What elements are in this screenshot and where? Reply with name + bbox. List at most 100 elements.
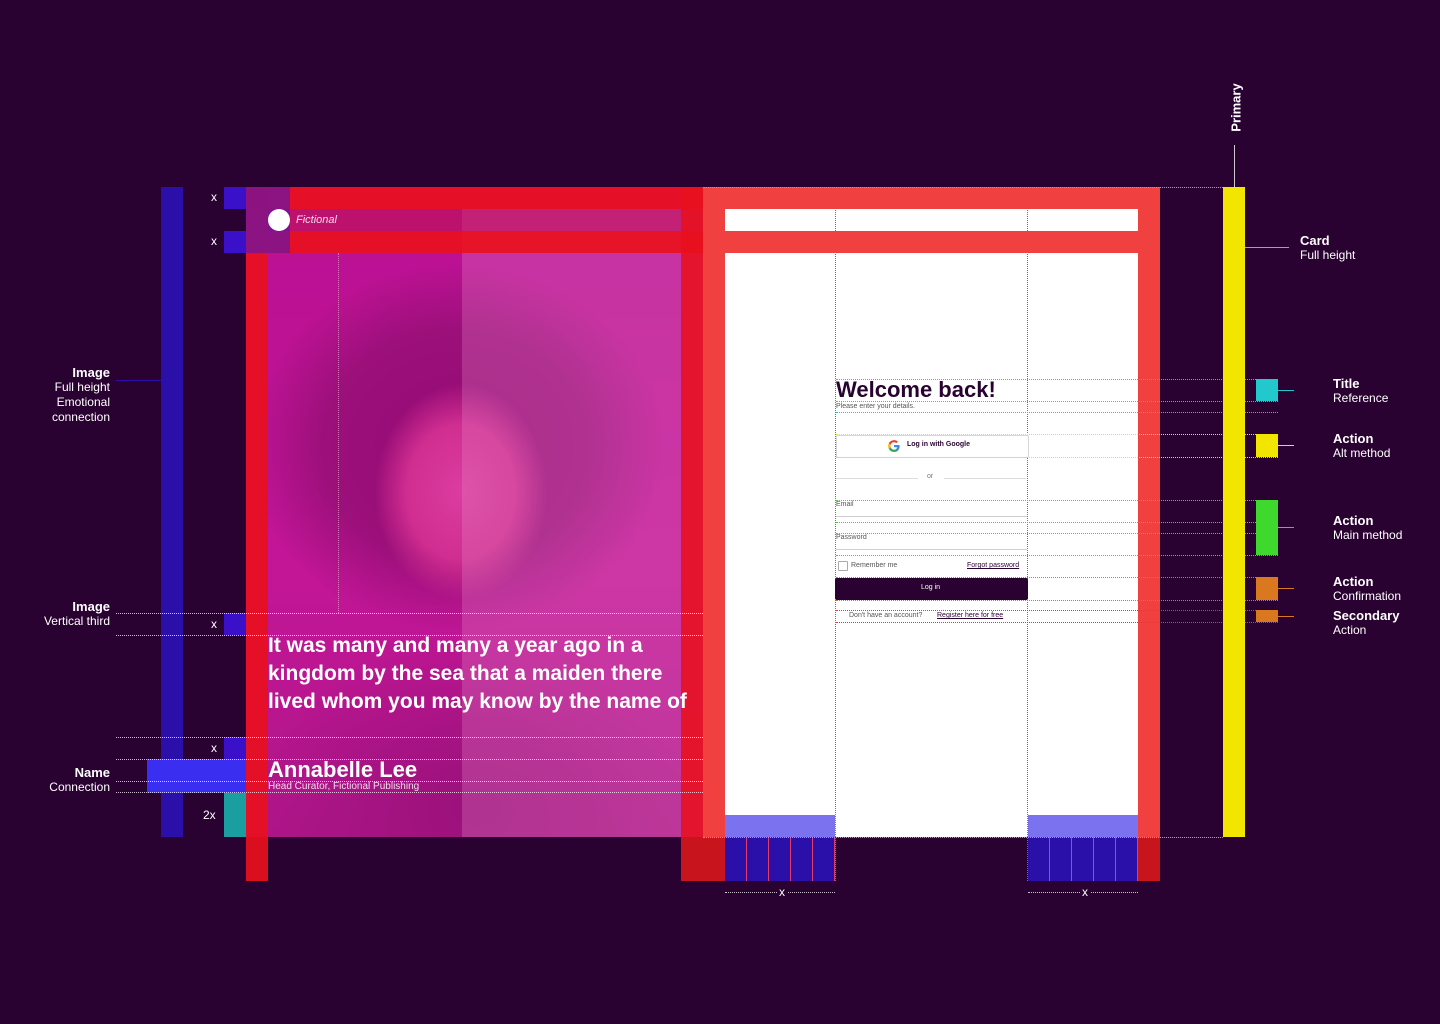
title-guide-bottom <box>836 412 1278 413</box>
annotation-sub: Full height <box>1300 248 1356 262</box>
testimonial-name: Annabelle Lee <box>268 757 418 782</box>
spacing-2x-marker: 2x <box>203 808 216 822</box>
secondary-guide-bottom <box>836 622 1278 623</box>
card-leader <box>1245 247 1289 248</box>
main-guide-3 <box>836 533 1278 534</box>
annotation-confirmation: Action Confirmation <box>1333 574 1440 604</box>
form-margin-right <box>1138 187 1160 881</box>
main-guide-1 <box>836 500 1278 501</box>
form-margin-top <box>703 187 1160 209</box>
image-height-guide <box>161 187 183 837</box>
google-login-label: Log in with Google <box>907 441 970 448</box>
annotation-main-method: Action Main method <box>1333 513 1440 543</box>
email-field[interactable] <box>836 516 1027 517</box>
primary-height-bar <box>1223 187 1245 837</box>
annotation-sub: Alt method <box>1333 446 1391 460</box>
divider-line-right <box>944 478 1026 479</box>
main-swatch <box>1256 500 1278 555</box>
header-band <box>268 209 703 231</box>
main-leader <box>1278 527 1294 528</box>
annotation-alt-method: Action Alt method <box>1333 431 1440 461</box>
annotation-title: Secondary <box>1333 608 1400 623</box>
photo-magenta-overlay <box>246 187 703 837</box>
spacing-x-marker: x <box>777 885 787 899</box>
remember-label: Remember me <box>851 562 898 569</box>
annotation-sub: Reference <box>1333 391 1389 405</box>
spacing-x-marker: x <box>1080 885 1090 899</box>
margin-header <box>268 231 725 253</box>
spacing-x-marker: x <box>211 234 217 248</box>
form-margin-header <box>703 231 1160 253</box>
name-guide-4 <box>116 792 703 793</box>
annotation-sub: Emotional <box>56 395 110 409</box>
login-subtitle: Please enter your details. <box>836 403 915 410</box>
spacing-x-marker: x <box>211 741 217 755</box>
annotation-title: Image <box>72 599 110 614</box>
annotation-sub: Main method <box>1333 528 1403 542</box>
main-guide-4 <box>836 555 1278 556</box>
confirm-guide-top <box>836 577 1278 578</box>
annotation-sub: Action <box>1333 623 1367 637</box>
divider-line-left <box>836 478 918 479</box>
password-label: Password <box>836 534 867 541</box>
brand-name: Fictional <box>296 214 337 226</box>
remember-checkbox[interactable] <box>838 561 848 571</box>
gutter-columns-right <box>1028 837 1138 881</box>
gutter-columns-left <box>725 837 835 881</box>
alt-guide-top <box>836 434 1278 435</box>
password-field[interactable] <box>836 549 1027 550</box>
annotation-title-ref: Title Reference <box>1333 376 1440 406</box>
annotation-name: Name Connection <box>0 765 110 795</box>
email-label: Email <box>836 501 854 508</box>
confirm-leader <box>1278 588 1294 589</box>
alt-leader <box>1278 445 1294 446</box>
annotation-sub: Connection <box>49 780 110 794</box>
vertical-third-overlay <box>462 209 703 837</box>
annotation-secondary: Secondary Action <box>1333 608 1440 638</box>
annotation-title: Title <box>1333 376 1360 391</box>
annotation-sub: connection <box>51 410 110 424</box>
annotation-title: Image <box>72 365 110 380</box>
annotation-card: Card Full height <box>1300 233 1420 263</box>
annotation-title: Action <box>1333 513 1374 528</box>
title-guide-mid <box>836 401 1278 402</box>
content-column-right <box>1027 187 1028 881</box>
name-guide-3 <box>116 781 703 782</box>
login-title: Welcome back! <box>836 377 996 402</box>
margin-top <box>246 187 725 209</box>
image-guide-line <box>338 253 339 613</box>
annotation-sub: Full height <box>54 380 110 394</box>
title-guide-top <box>836 379 1278 380</box>
annotation-sub: Vertical third <box>43 614 110 628</box>
form-top-white <box>725 209 1138 231</box>
form-margin-bottom-left <box>681 837 725 881</box>
third-guide-top <box>116 613 703 614</box>
signup-prompt: Don't have an account? <box>849 612 923 619</box>
testimonial-role: Head Curator, Fictional Publishing <box>268 781 420 792</box>
annotation-title: Action <box>1333 574 1374 589</box>
title-swatch <box>1256 379 1278 401</box>
form-margin-left <box>703 187 725 881</box>
name-guide-1 <box>116 737 703 738</box>
primary-label: Primary <box>1228 83 1244 132</box>
spacing-x-marker: x <box>211 190 217 204</box>
gutter-block-right <box>1028 815 1138 837</box>
secondary-swatch <box>1256 610 1278 622</box>
brand-logo-dot <box>268 209 290 231</box>
login-button[interactable] <box>835 578 1028 600</box>
main-guide-2 <box>836 522 1278 523</box>
annotation-title: Card <box>1300 233 1330 248</box>
testimonial-quote: It was many and many a year ago in a kin… <box>268 634 687 713</box>
signup-link[interactable]: Register here for free <box>937 612 1004 619</box>
image-full-leader <box>116 380 161 381</box>
card-bottom-guide <box>703 837 1223 838</box>
title-leader <box>1278 390 1294 391</box>
annotation-title: Action <box>1333 431 1374 446</box>
divider-or: or <box>927 473 934 480</box>
forgot-password-link[interactable]: Forgot password <box>967 562 1020 569</box>
google-icon <box>887 439 901 453</box>
annotation-title: Name <box>74 765 110 780</box>
confirm-guide-bottom <box>836 600 1278 601</box>
margin-left <box>246 187 268 881</box>
alt-swatch <box>1256 434 1278 457</box>
